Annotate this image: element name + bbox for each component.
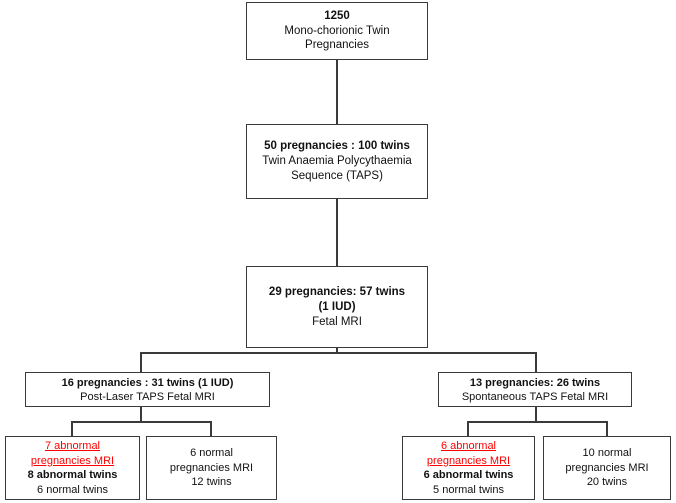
connector-taps-to-fetalmri: [336, 199, 338, 266]
node-fetal-mri-line-2: (1 IUD): [318, 300, 356, 313]
node-total-pregnancies: 1250 Mono-chorionic Twin Pregnancies: [246, 2, 428, 60]
connector-drop-spontaneous-abnormal: [467, 421, 469, 436]
node-post-laser-abnormal-line-1: 7 abnormal: [44, 440, 101, 452]
node-taps-line-3: Sequence (TAPS): [291, 170, 383, 182]
connector-top-to-taps: [336, 60, 338, 124]
node-spontaneous-taps: 13 pregnancies: 26 twins Spontaneous TAP…: [438, 372, 632, 407]
node-post-laser-taps-line-1: 16 pregnancies : 31 twins (1 IUD): [61, 376, 234, 389]
connector-drop-postlaser: [140, 352, 142, 372]
node-spontaneous-abnormal-line-2: pregnancies MRI: [426, 454, 511, 467]
node-spontaneous-abnormal: 6 abnormal pregnancies MRI 6 abnormal tw…: [402, 436, 535, 500]
node-spontaneous-abnormal-line-1: 6 abnormal: [440, 440, 497, 452]
node-total-pregnancies-line-3: Pregnancies: [305, 39, 369, 52]
node-spontaneous-normal-line-2: pregnancies MRI: [565, 461, 649, 474]
node-spontaneous-taps-line-1: 13 pregnancies: 26 twins: [469, 376, 601, 389]
node-post-laser-abnormal: 7 abnormal pregnancies MRI 8 abnormal tw…: [5, 436, 140, 500]
connector-fetalmri-stem: [336, 348, 338, 353]
node-post-laser-abnormal-line-3: 8 abnormal twins: [27, 469, 118, 481]
node-fetal-mri-line-3: Fetal MRI: [312, 315, 362, 328]
node-taps: 50 pregnancies : 100 twins Twin Anaemia …: [246, 124, 428, 199]
node-taps-line-2: Twin Anaemia Polycythaemia: [262, 155, 412, 167]
node-taps-line-1: 50 pregnancies : 100 twins: [264, 140, 410, 152]
connector-drop-spontaneous-normal: [606, 421, 608, 436]
connector-split-row4: [140, 352, 536, 354]
connector-postlaser-stem: [140, 407, 142, 422]
node-post-laser-abnormal-line-2: pregnancies MRI: [30, 454, 115, 467]
node-spontaneous-abnormal-line-3: 6 abnormal twins: [423, 469, 514, 481]
connector-drop-postlaser-normal: [210, 421, 212, 436]
node-fetal-mri: 29 pregnancies: 57 twins (1 IUD) Fetal M…: [246, 266, 428, 348]
node-post-laser-normal-line-3: 12 twins: [191, 476, 232, 489]
connector-drop-spontaneous: [535, 352, 537, 372]
connector-drop-postlaser-abnormal: [71, 421, 73, 436]
node-spontaneous-abnormal-line-4: 5 normal twins: [433, 483, 504, 496]
connector-split-spontaneous: [467, 421, 607, 423]
node-total-pregnancies-line-1: 1250: [324, 10, 350, 23]
node-post-laser-normal-line-2: pregnancies MRI: [169, 461, 254, 474]
node-spontaneous-taps-line-2: Spontaneous TAPS Fetal MRI: [461, 390, 609, 403]
node-spontaneous-normal-line-1: 10 normal: [582, 447, 632, 460]
node-spontaneous-normal-line-3: 20 twins: [586, 476, 628, 489]
node-post-laser-abnormal-line-4: 6 normal twins: [37, 483, 108, 496]
node-post-laser-taps-line-2: Post-Laser TAPS Fetal MRI: [80, 390, 215, 403]
node-post-laser-taps: 16 pregnancies : 31 twins (1 IUD) Post-L…: [25, 372, 270, 407]
node-spontaneous-normal: 10 normal pregnancies MRI 20 twins: [543, 436, 671, 500]
connector-split-postlaser: [71, 421, 211, 423]
connector-spontaneous-stem: [535, 407, 537, 422]
node-fetal-mri-line-1: 29 pregnancies: 57 twins: [268, 285, 406, 298]
node-total-pregnancies-line-2: Mono-chorionic Twin: [284, 24, 390, 37]
node-post-laser-normal-line-1: 6 normal: [190, 447, 233, 460]
node-post-laser-normal: 6 normal pregnancies MRI 12 twins: [146, 436, 277, 500]
